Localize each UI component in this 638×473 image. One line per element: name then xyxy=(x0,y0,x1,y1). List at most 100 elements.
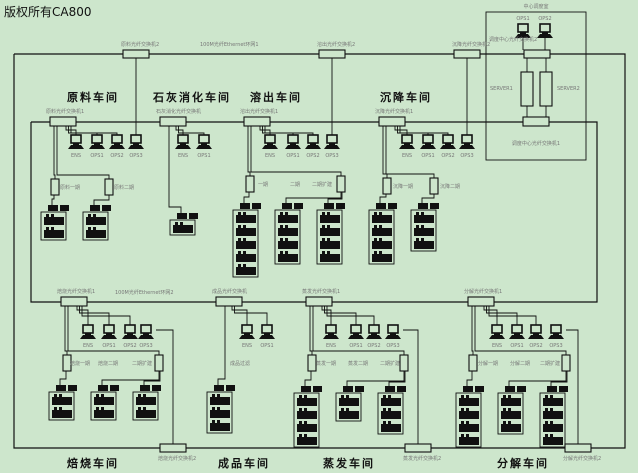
station-label: OPS2 xyxy=(110,153,123,159)
plc-module-icon xyxy=(379,251,382,254)
io-switch xyxy=(382,177,392,195)
control-ops-label: OPS1 xyxy=(516,16,529,22)
plc-module-icon xyxy=(341,395,344,398)
plc-rack-header xyxy=(152,385,161,391)
plc-rack-header xyxy=(68,385,77,391)
plc-module-icon xyxy=(297,424,317,432)
workshop-switch-1 xyxy=(60,296,88,307)
station-label: OPS1 xyxy=(90,153,103,159)
station-label: OPS1 xyxy=(286,153,299,159)
station-ops1-keyboard xyxy=(509,335,525,339)
plc-module-icon xyxy=(238,238,241,241)
rack-link xyxy=(101,371,160,385)
plc-module-icon xyxy=(243,251,246,254)
rack-link xyxy=(93,195,110,205)
workshop-switch-1-label: 沉降光纤交换机1 xyxy=(375,108,413,115)
workshop-name: 分解车间 xyxy=(497,456,549,470)
plc-rack-header xyxy=(355,386,364,392)
plc-module-icon xyxy=(212,407,215,410)
plc-rack-header xyxy=(252,203,261,209)
station-ops1-monitor xyxy=(350,324,362,334)
workshop-switch-1-label: 石灰消化光纤交换机 xyxy=(156,108,201,115)
station-label: OPS3 xyxy=(549,343,562,349)
plc-module-icon xyxy=(543,411,563,419)
plc-rack-cabinet xyxy=(132,391,159,421)
station-ens-keyboard xyxy=(175,145,191,149)
station-ops3-stand xyxy=(553,333,559,335)
plc-rack-header xyxy=(547,386,557,392)
workshop-switch-1-label: 焙烧光纤交换机1 xyxy=(57,288,95,295)
station-ops1-stand xyxy=(264,333,270,335)
station-ops3-keyboard xyxy=(459,145,475,149)
plc-module-icon xyxy=(88,214,91,217)
plc-module-icon xyxy=(46,227,49,230)
station-ops3-monitor xyxy=(550,324,562,334)
plc-rack-header xyxy=(48,205,58,211)
station-ens-monitor xyxy=(241,324,253,334)
plc-module-icon xyxy=(545,421,548,424)
plc-module-icon xyxy=(545,395,548,398)
sub-link xyxy=(67,306,160,355)
plc-module-icon xyxy=(297,398,317,406)
plc-rack-header xyxy=(110,385,119,391)
control-ops-label: OPS2 xyxy=(538,16,551,22)
plc-module-icon xyxy=(379,238,382,241)
station-link xyxy=(81,306,131,325)
station-ens-stand xyxy=(244,333,250,335)
workshop-name: 石灰消化车间 xyxy=(152,90,231,104)
plc-module-icon xyxy=(54,394,57,397)
control-room-border xyxy=(485,11,587,161)
station-ops3-keyboard xyxy=(324,145,340,149)
plc-rack-header xyxy=(90,205,100,211)
plc-module-icon xyxy=(379,225,382,228)
plc-rack-header xyxy=(376,203,386,209)
plc-rack-header xyxy=(430,203,439,209)
plc-rack-cabinet xyxy=(169,219,196,236)
plc-module-icon xyxy=(421,238,424,241)
station-ops1-stand xyxy=(353,333,359,335)
plc-module-icon xyxy=(322,238,325,241)
workshop-switch-1 xyxy=(467,296,495,307)
plc-module-icon xyxy=(508,395,511,398)
station-ops1-keyboard xyxy=(285,145,301,149)
station-ens-keyboard xyxy=(323,335,339,339)
plc-rack-header xyxy=(463,386,473,392)
sub-link xyxy=(471,306,474,355)
io-switch xyxy=(399,354,409,372)
plc-module-icon xyxy=(416,225,419,228)
station-label: ENS xyxy=(242,343,252,349)
station-link xyxy=(68,126,98,135)
plc-module-icon xyxy=(381,424,401,432)
station-label: OPS2 xyxy=(367,343,380,349)
plc-module-icon xyxy=(416,238,419,241)
plc-module-icon xyxy=(304,408,307,411)
station-link xyxy=(175,126,184,135)
plc-module-icon xyxy=(212,394,215,397)
plc-module-icon xyxy=(175,222,178,225)
station-label: OPS1 xyxy=(260,343,273,349)
plc-module-icon xyxy=(461,395,464,398)
station-link xyxy=(483,306,498,325)
station-label: OPS2 xyxy=(441,153,454,159)
plc-module-icon xyxy=(341,408,344,411)
plc-rack-header xyxy=(385,386,395,392)
workshop-name: 焙烧车间 xyxy=(67,456,119,470)
plc-rack-header xyxy=(226,385,235,391)
plc-module-icon xyxy=(243,238,246,241)
plc-module-icon xyxy=(46,214,49,217)
plc-module-icon xyxy=(461,408,464,411)
control-ops-1-monitor xyxy=(539,23,551,33)
plc-rack-header xyxy=(282,203,292,209)
plc-module-icon xyxy=(414,215,434,223)
station-ens-stand xyxy=(404,143,410,145)
station-ops1-monitor xyxy=(287,134,299,144)
server1-label: SERVER1 xyxy=(490,86,513,92)
plc-module-icon xyxy=(236,215,256,223)
plc-rack-header xyxy=(56,385,66,391)
ring1-station-link xyxy=(156,329,174,444)
workshop-switch-2-label: 焙烧光纤交换机2 xyxy=(158,455,196,462)
workshop-name: 成品车间 xyxy=(218,456,270,470)
station-ops2-keyboard xyxy=(109,145,125,149)
plc-module-icon xyxy=(59,407,62,410)
workshop-switch-2-label: 沉降光纤交换机2 xyxy=(452,41,490,48)
